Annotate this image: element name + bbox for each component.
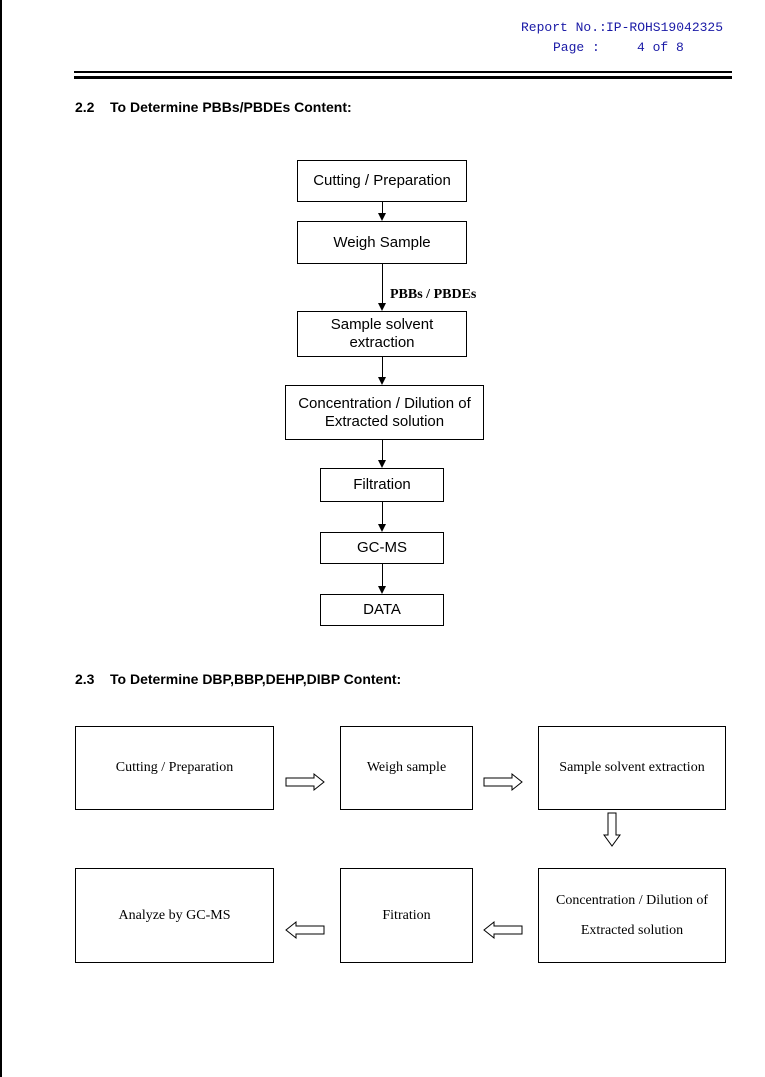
flow-step-extraction: Sample solvent extraction bbox=[297, 311, 467, 357]
arrow-down-icon bbox=[603, 812, 621, 847]
section-2-3-number: 2.3 bbox=[75, 671, 95, 687]
flow-step-label: Weigh Sample bbox=[333, 233, 431, 251]
arrow-left-icon bbox=[285, 920, 325, 940]
flow-step-label: Cutting / Preparation bbox=[313, 172, 451, 189]
flow2-step-label: Weigh sample bbox=[366, 760, 447, 775]
report-no-value: IP-ROHS19042325 bbox=[606, 20, 724, 35]
flow2-step-label: Fitration bbox=[382, 907, 431, 923]
connector-line bbox=[382, 564, 383, 587]
page-value: 4 of 8 bbox=[637, 40, 684, 55]
arrow-down-icon bbox=[378, 586, 386, 594]
header-rule-bottom bbox=[74, 76, 732, 79]
section-2-2-title: To Determine PBBs/PBDEs Content: bbox=[110, 99, 352, 115]
flow2-step-extraction: Sample solvent extraction bbox=[538, 726, 726, 810]
flow2-step-analyze: Analyze by GC-MS bbox=[75, 868, 274, 963]
flow-step-label: Filtration bbox=[353, 476, 411, 493]
flow-step-cutting: Cutting / Preparation bbox=[297, 160, 467, 202]
flow2-step-label: Concentration / Dilution of Extracted so… bbox=[555, 892, 709, 938]
section-2-3-title: To Determine DBP,BBP,DEHP,DIBP Content: bbox=[110, 671, 402, 687]
flow-step-weigh: Weigh Sample bbox=[297, 221, 467, 264]
connector-line bbox=[382, 264, 383, 304]
connector-line bbox=[382, 357, 383, 378]
arrow-right-icon bbox=[483, 772, 523, 792]
flow-step-label: GC-MS bbox=[357, 539, 407, 556]
page-label: Page : bbox=[553, 40, 600, 55]
flow2-step-cutting: Cutting / Preparation bbox=[75, 726, 274, 810]
flow2-step-label: Sample solvent extraction bbox=[559, 760, 705, 775]
header-rule-top bbox=[74, 71, 732, 73]
flow-step-concentration: Concentration / Dilution of Extracted so… bbox=[285, 385, 484, 440]
connector-line bbox=[382, 502, 383, 525]
pbbs-pbdes-label: PBBs / PBDEs bbox=[390, 287, 477, 302]
flow2-step-concentration: Concentration / Dilution of Extracted so… bbox=[538, 868, 726, 963]
page-left-border bbox=[0, 0, 2, 1077]
flow2-step-weigh: Weigh sample bbox=[340, 726, 473, 810]
flow2-step-label: Cutting / Preparation bbox=[115, 760, 234, 775]
flow-step-label: DATA bbox=[363, 601, 401, 618]
arrow-down-icon bbox=[378, 213, 386, 221]
flow2-step-label: Analyze by GC-MS bbox=[118, 907, 231, 923]
arrow-right-icon bbox=[285, 772, 325, 792]
flow-step-label: Sample solvent extraction bbox=[330, 316, 434, 351]
arrow-down-icon bbox=[378, 460, 386, 468]
flow-step-filtration: Filtration bbox=[320, 468, 444, 502]
flow-step-label: Concentration / Dilution of Extracted so… bbox=[298, 394, 471, 430]
arrow-down-icon bbox=[378, 303, 386, 311]
flow-step-gcms: GC-MS bbox=[320, 532, 444, 564]
arrow-down-icon bbox=[378, 377, 386, 385]
connector-line bbox=[382, 440, 383, 461]
arrow-left-icon bbox=[483, 920, 523, 940]
connector-line bbox=[382, 202, 383, 214]
flow-step-data: DATA bbox=[320, 594, 444, 626]
report-no-label: Report No.: bbox=[521, 20, 607, 35]
arrow-down-icon bbox=[378, 524, 386, 532]
section-2-2-number: 2.2 bbox=[75, 99, 95, 115]
flow2-step-filtration: Fitration bbox=[340, 868, 473, 963]
